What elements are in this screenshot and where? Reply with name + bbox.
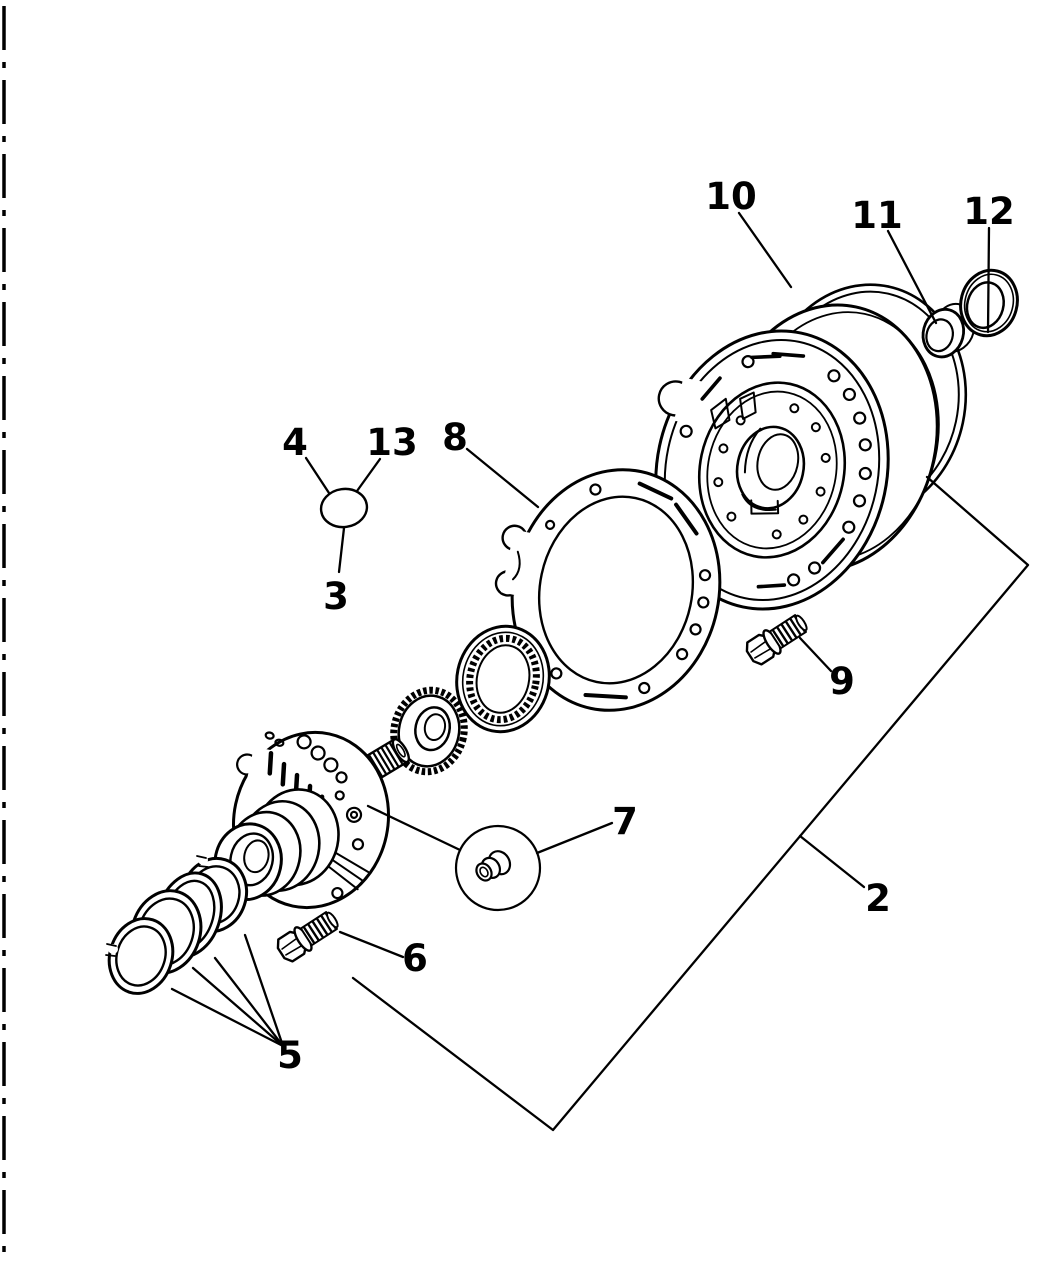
callout-label-11: 11: [851, 194, 903, 237]
plug-detail-circle-7: [454, 824, 542, 912]
leader-6: [338, 930, 405, 959]
leader-7a: [366, 804, 462, 852]
callout-label-12: 12: [963, 190, 1015, 233]
leader-7b: [535, 821, 614, 855]
splined-hub-ring: [455, 624, 551, 734]
leader-8: [465, 447, 540, 509]
leader-3: [337, 526, 346, 574]
leader-5a: [170, 987, 285, 1048]
leader-2: [798, 834, 866, 889]
leader-5b: [191, 966, 285, 1048]
leader-13: [355, 457, 382, 493]
leader-5c: [213, 956, 285, 1048]
callout-label-3: 3: [323, 575, 349, 618]
leader-4: [304, 456, 331, 495]
callout-labels: 10 11 12 4 13 8 3 7 9 6 5 2: [277, 175, 1015, 1077]
leader-lines: [170, 211, 991, 1048]
bolt-part-9: [745, 614, 808, 666]
leader-9: [798, 636, 833, 673]
callout-label-7: 7: [612, 800, 638, 843]
pump-hub: [213, 788, 340, 901]
callout-label-9: 9: [829, 660, 855, 703]
callout-label-8: 8: [442, 416, 468, 459]
gasket-part-8: [494, 468, 722, 712]
pump-gear: [390, 686, 468, 776]
seal-rings-part-5: [105, 855, 249, 995]
small-oring-part-3: [319, 487, 369, 529]
callout-label-10: 10: [705, 175, 757, 218]
callout-label-13: 13: [366, 421, 418, 464]
bolt-part-6: [276, 911, 339, 963]
leader-5d: [243, 933, 285, 1048]
callout-label-4: 4: [282, 421, 308, 464]
callout-label-5: 5: [277, 1034, 303, 1077]
callout-label-2: 2: [865, 877, 891, 920]
leader-10: [737, 211, 793, 289]
leader-11: [886, 229, 938, 325]
callout-label-6: 6: [402, 937, 428, 980]
assembly-bracket-2: [351, 475, 1030, 1132]
leader-12: [986, 226, 991, 334]
oil-pump-body: [213, 730, 411, 910]
